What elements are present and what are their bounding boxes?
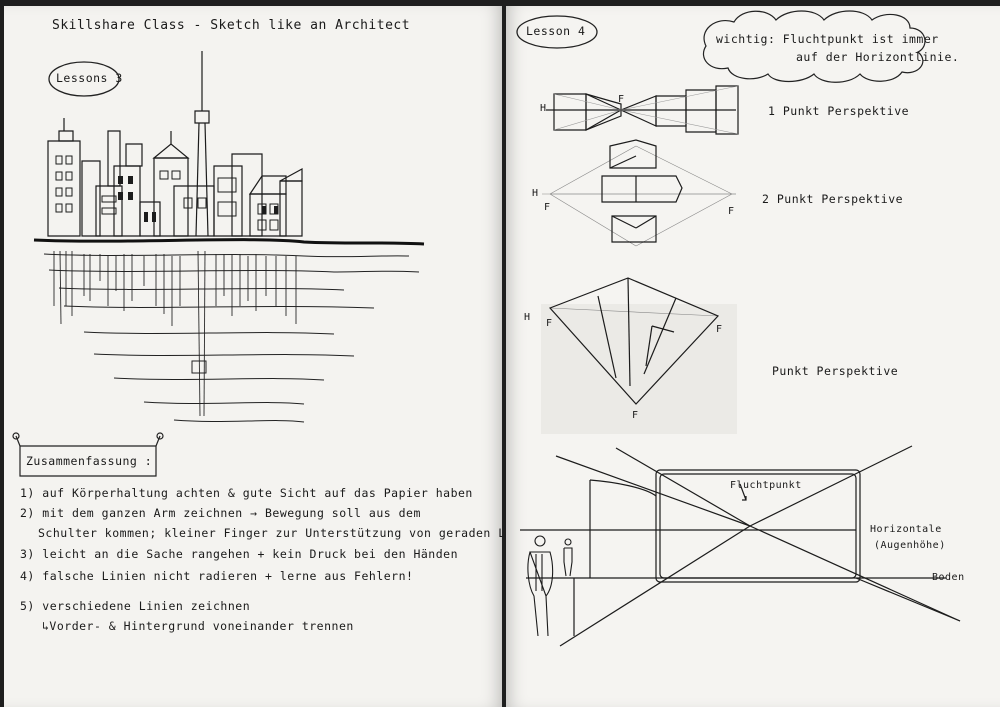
- two-point-f-right: F: [728, 206, 735, 217]
- three-point-f-bottom: F: [632, 410, 639, 421]
- two-point-f-left: F: [544, 202, 551, 213]
- eye-level-label: (Augenhöhe): [874, 540, 946, 551]
- two-point-diagram: [506, 6, 1000, 707]
- left-notebook-page: Skillshare Class - Sketch like an Archit…: [4, 6, 502, 707]
- summary-item-2: 2) mit dem ganzen Arm zeichnen → Bewegun…: [20, 506, 421, 520]
- right-notebook-page: Lesson 4 wichtig: Fluchtpunkt ist immer …: [506, 6, 1000, 707]
- summary-item-5-cont: ↳Vorder- & Hintergrund voneinander trenn…: [42, 619, 354, 633]
- lesson-bubble-left: [4, 6, 502, 707]
- two-point-h: H: [532, 188, 539, 199]
- one-point-diagram: [506, 6, 1000, 707]
- note-line-1: wichtig: Fluchtpunkt ist immer: [716, 32, 939, 46]
- lesson-label-left: Lessons 3: [56, 71, 123, 85]
- three-point-label: Punkt Perspektive: [772, 364, 899, 378]
- page-title: Skillshare Class - Sketch like an Archit…: [52, 18, 411, 33]
- horizon-label: Horizontale: [870, 524, 942, 535]
- two-point-label: 2 Punkt Perspektive: [762, 192, 904, 206]
- ground-label: Boden: [932, 572, 965, 583]
- vanishing-point-label: Fluchtpunkt: [730, 480, 802, 491]
- summary-item-2-cont: Schulter kommen; kleiner Finger zur Unte…: [38, 526, 502, 540]
- lesson-label-right: Lesson 4: [526, 24, 586, 38]
- three-point-diagram: [541, 6, 737, 434]
- interior-scene-diagram: [506, 6, 1000, 707]
- three-point-f-left: F: [546, 318, 553, 329]
- summary-item-4: 4) falsche Linien nicht radieren + lerne…: [20, 569, 414, 583]
- lesson-bubble-right: [506, 6, 1000, 707]
- one-point-h: H: [540, 103, 547, 114]
- summary-item-1: 1) auf Körperhaltung achten & gute Sicht…: [20, 486, 473, 500]
- three-point-f-right: F: [716, 324, 723, 335]
- note-line-2: auf der Horizontlinie.: [796, 50, 960, 64]
- one-point-f: F: [618, 94, 625, 105]
- summary-item-5: 5) verschiedene Linien zeichnen: [20, 599, 251, 613]
- one-point-label: 1 Punkt Perspektive: [768, 104, 910, 118]
- summary-item-3: 3) leicht an die Sache rangehen + kein D…: [20, 547, 458, 561]
- summary-banner: [4, 6, 502, 707]
- summary-heading: Zusammenfassung :: [26, 454, 153, 468]
- skyline-sketch: [4, 6, 502, 707]
- three-point-h: H: [524, 312, 531, 323]
